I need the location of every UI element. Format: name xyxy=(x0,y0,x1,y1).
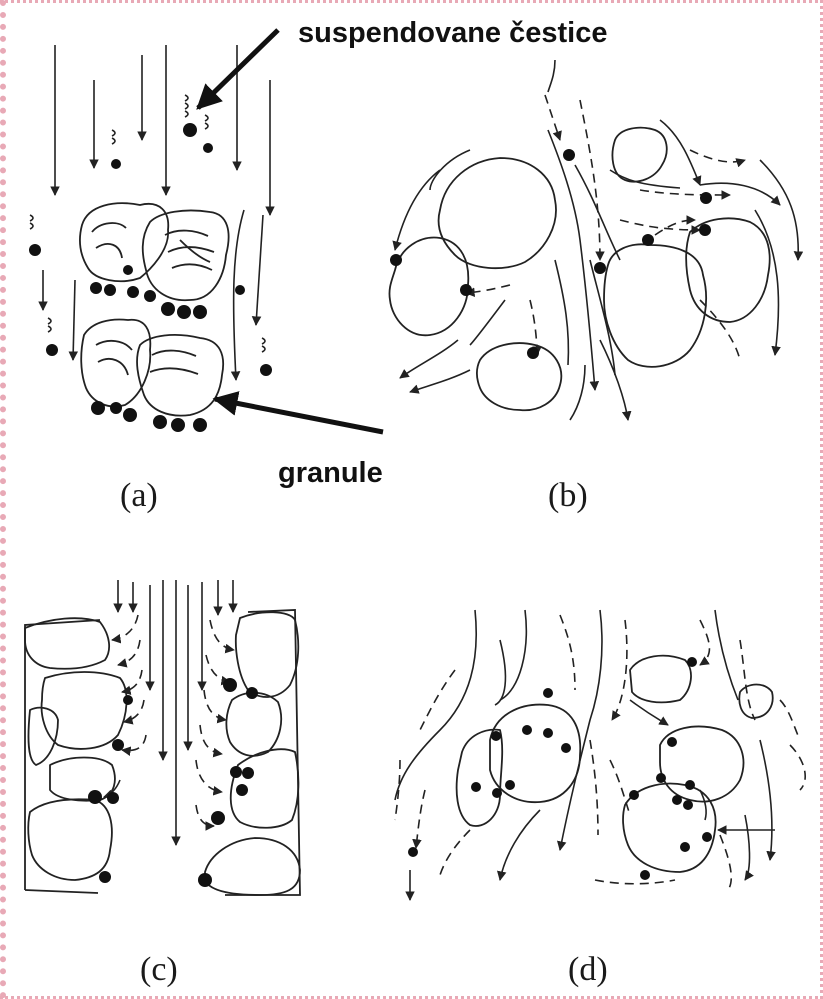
panel-d-label: (d) xyxy=(568,951,608,988)
panel-b-flow-lines xyxy=(395,60,798,420)
panel-c-label: (c) xyxy=(140,951,178,988)
panel-d-flow-lines xyxy=(395,610,805,900)
panel-b-granules xyxy=(389,128,769,411)
panel-d xyxy=(395,610,805,900)
particles-pointer-arrow xyxy=(198,30,278,108)
granule-pointer-arrow xyxy=(215,399,383,432)
panel-b-particles xyxy=(390,149,712,359)
panel-a-flow-arrows xyxy=(43,45,270,380)
panel-c-flow-lines xyxy=(104,580,234,845)
panel-c xyxy=(25,580,300,895)
panel-a xyxy=(29,45,272,432)
panel-a-label: (a) xyxy=(120,477,158,514)
granule-annotation: granule xyxy=(278,457,383,489)
particles-annotation: suspendovane čestice xyxy=(298,17,607,49)
annotation-arrows xyxy=(198,30,383,432)
panel-b xyxy=(389,60,798,420)
panel-b-label: (b) xyxy=(548,477,588,514)
